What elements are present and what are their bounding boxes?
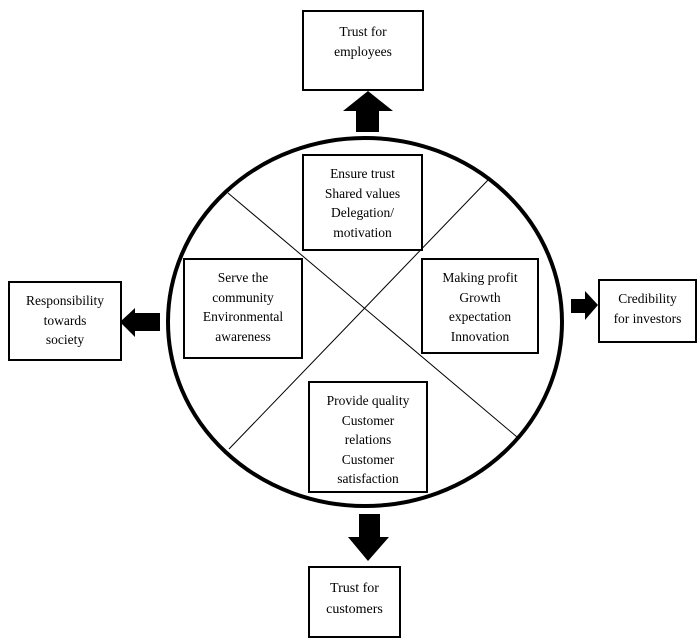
box-text-line: Responsibility bbox=[25, 293, 104, 308]
box-text-line: Credibility bbox=[618, 291, 677, 306]
box-text-line: expectation bbox=[448, 309, 512, 324]
box-text-line: Environmental bbox=[202, 309, 284, 324]
box-text-line: Making profit bbox=[442, 270, 518, 285]
box-text-line: relations bbox=[344, 432, 392, 447]
box-text-line: Provide quality bbox=[326, 393, 410, 408]
down-arrow-icon bbox=[348, 514, 389, 561]
central-circle bbox=[166, 136, 564, 508]
outcome-box-society: Responsibility towards society bbox=[8, 281, 122, 361]
box-text-line: towards bbox=[43, 312, 87, 328]
box-text-line: employees bbox=[334, 43, 392, 59]
quadrant-box-society: Serve the community Environmental awaren… bbox=[183, 258, 303, 359]
box-text-line: Trust for bbox=[339, 24, 387, 39]
box-text-line: Growth bbox=[459, 289, 501, 305]
quadrant-box-customers: Provide quality Customer relations Custo… bbox=[308, 381, 428, 493]
box-text-line: motivation bbox=[333, 224, 392, 240]
outcome-box-investors: Credibility for investors bbox=[598, 279, 697, 343]
left-arrow-icon bbox=[120, 308, 160, 337]
box-text-line: awareness bbox=[215, 328, 271, 344]
box-text-line: Ensure trust bbox=[330, 166, 395, 181]
box-text-line: Innovation bbox=[450, 328, 510, 344]
box-text-line: customers bbox=[326, 602, 383, 617]
right-arrow-icon bbox=[571, 291, 598, 320]
box-text-line: Delegation/ bbox=[331, 205, 394, 220]
outcome-box-customers: Trust for customers bbox=[308, 566, 401, 638]
outcome-box-employees: Trust for employees bbox=[302, 10, 424, 91]
diagonal-line-tr-bl bbox=[228, 179, 489, 450]
up-arrow-icon bbox=[343, 91, 393, 132]
box-text-line: for investors bbox=[613, 310, 682, 326]
box-text-line: Customer bbox=[341, 451, 395, 467]
box-text-line: Customer bbox=[341, 412, 395, 428]
box-text-line: Trust for bbox=[330, 581, 379, 596]
box-text-line: society bbox=[45, 332, 85, 347]
box-text-line: Serve the bbox=[217, 270, 269, 285]
box-text-line: satisfaction bbox=[337, 471, 399, 486]
quadrant-box-investors: Making profit Growth expectation Innovat… bbox=[421, 258, 539, 354]
box-text-line: community bbox=[212, 289, 274, 305]
diagonal-line-tl-br bbox=[227, 192, 518, 438]
quadrant-box-employees: Ensure trust Shared values Delegation/ m… bbox=[302, 154, 423, 251]
box-text-line: Shared values bbox=[324, 185, 401, 201]
